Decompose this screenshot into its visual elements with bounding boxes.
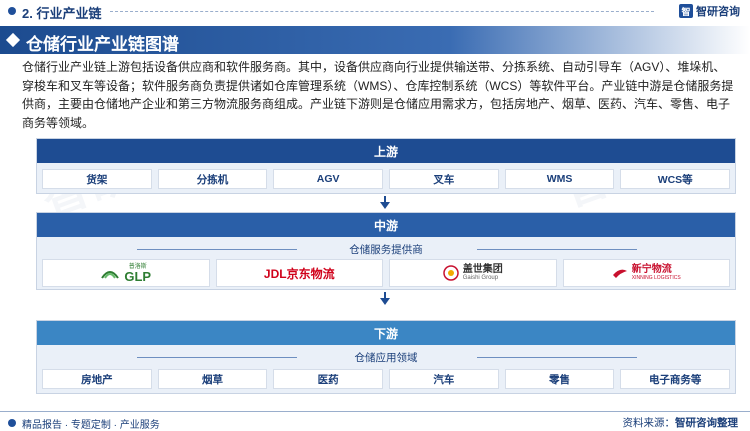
divider	[477, 357, 637, 358]
company-sub: Gaishi Group	[462, 275, 499, 282]
divider	[137, 357, 297, 358]
brand-logo-icon: 智	[679, 4, 693, 18]
downstream-items: 房地产 烟草 医药 汽车 零售 电子商务等	[42, 369, 731, 389]
top-bar: 2. 行业产业链 智 智研咨询	[0, 0, 750, 22]
bullet-icon	[8, 7, 16, 15]
brand-name: 智研咨询	[696, 6, 740, 18]
down-arrow-icon	[380, 202, 390, 209]
upstream-tier: 上游 货架 分拣机 AGV 叉车 WMS WCS等	[36, 138, 736, 194]
company-name: 新宁物流	[631, 264, 672, 276]
upstream-item: AGV	[273, 169, 384, 189]
downstream-item: 烟草	[157, 369, 268, 389]
upstream-item: 叉车	[389, 169, 499, 189]
flow-arrow-stem	[384, 196, 386, 202]
divider	[110, 11, 654, 12]
title-banner: 仓储行业产业链图谱	[0, 26, 750, 54]
upstream-item: 货架	[42, 169, 152, 189]
company-sub: XINNING LOGISTICS	[631, 274, 681, 281]
downstream-tier: 下游 仓储应用领域 房地产 烟草 医药 汽车 零售 电子商务等	[36, 320, 736, 394]
downstream-item: 电子商务等	[620, 369, 731, 389]
midstream-heading: 中游	[37, 213, 735, 237]
source-note: 资料来源：智研咨询整理	[623, 415, 739, 430]
downstream-item: 医药	[273, 369, 384, 389]
page-title: 仓储行业产业链图谱	[26, 35, 179, 54]
downstream-item: 零售	[504, 369, 615, 389]
flow-arrow-stem	[384, 292, 386, 298]
upstream-items: 货架 分拣机 AGV 叉车 WMS WCS等	[42, 169, 731, 189]
downstream-item: 汽车	[389, 369, 499, 389]
midstream-tier: 中游 仓储服务提供商 普洛斯 GLP JDL京东物流 盖世集团 Gaishi G…	[36, 212, 736, 290]
source-name: 智研咨询整理	[675, 417, 738, 429]
gaishi-emblem-icon	[443, 265, 459, 281]
divider	[477, 249, 637, 250]
down-arrow-icon	[380, 298, 390, 305]
downstream-subtitle: 仓储应用领域	[354, 352, 418, 364]
company-logo-gaishi: 盖世集团 Gaishi Group	[389, 259, 557, 287]
company-logo-xinning: 新宁物流 XINNING LOGISTICS	[562, 259, 730, 287]
divider	[137, 249, 297, 250]
diamond-icon	[5, 32, 21, 48]
company-logo-jdl: JDL京东物流	[215, 259, 383, 287]
upstream-item: 分拣机	[157, 169, 268, 189]
brand: 智 智研咨询	[679, 3, 740, 19]
company-name: GLP	[124, 268, 152, 284]
section-title: 2. 行业产业链	[22, 6, 102, 21]
upstream-item: WMS	[504, 169, 615, 189]
upstream-item: WCS等	[620, 169, 731, 189]
company-sub: 普洛斯	[128, 263, 147, 270]
intro-paragraph: 仓储行业产业链上游包括设备供应商和软件服务商。其中，设备供应商向行业提供输送带、…	[22, 60, 734, 130]
company-logo-glp: 普洛斯 GLP	[42, 259, 210, 287]
source-label: 资料来源：	[622, 417, 676, 429]
upstream-heading: 上游	[37, 139, 735, 163]
footer-tagline: 精品报告 · 专题定制 · 产业服务	[22, 420, 160, 431]
bullet-icon	[8, 419, 16, 427]
company-name: JDL京东物流	[263, 266, 335, 281]
xinning-swoosh-icon	[612, 269, 627, 278]
footer: 精品报告 · 专题定制 · 产业服务 资料来源：智研咨询整理	[0, 411, 750, 431]
divider	[0, 411, 750, 412]
midstream-subtitle: 仓储服务提供商	[349, 244, 423, 256]
downstream-heading: 下游	[37, 321, 735, 345]
glp-leaf-icon	[101, 271, 120, 279]
midstream-companies: 普洛斯 GLP JDL京东物流 盖世集团 Gaishi Group 新宁物流 X…	[42, 259, 730, 287]
company-name: 盖世集团	[462, 263, 503, 275]
downstream-item: 房地产	[42, 369, 152, 389]
